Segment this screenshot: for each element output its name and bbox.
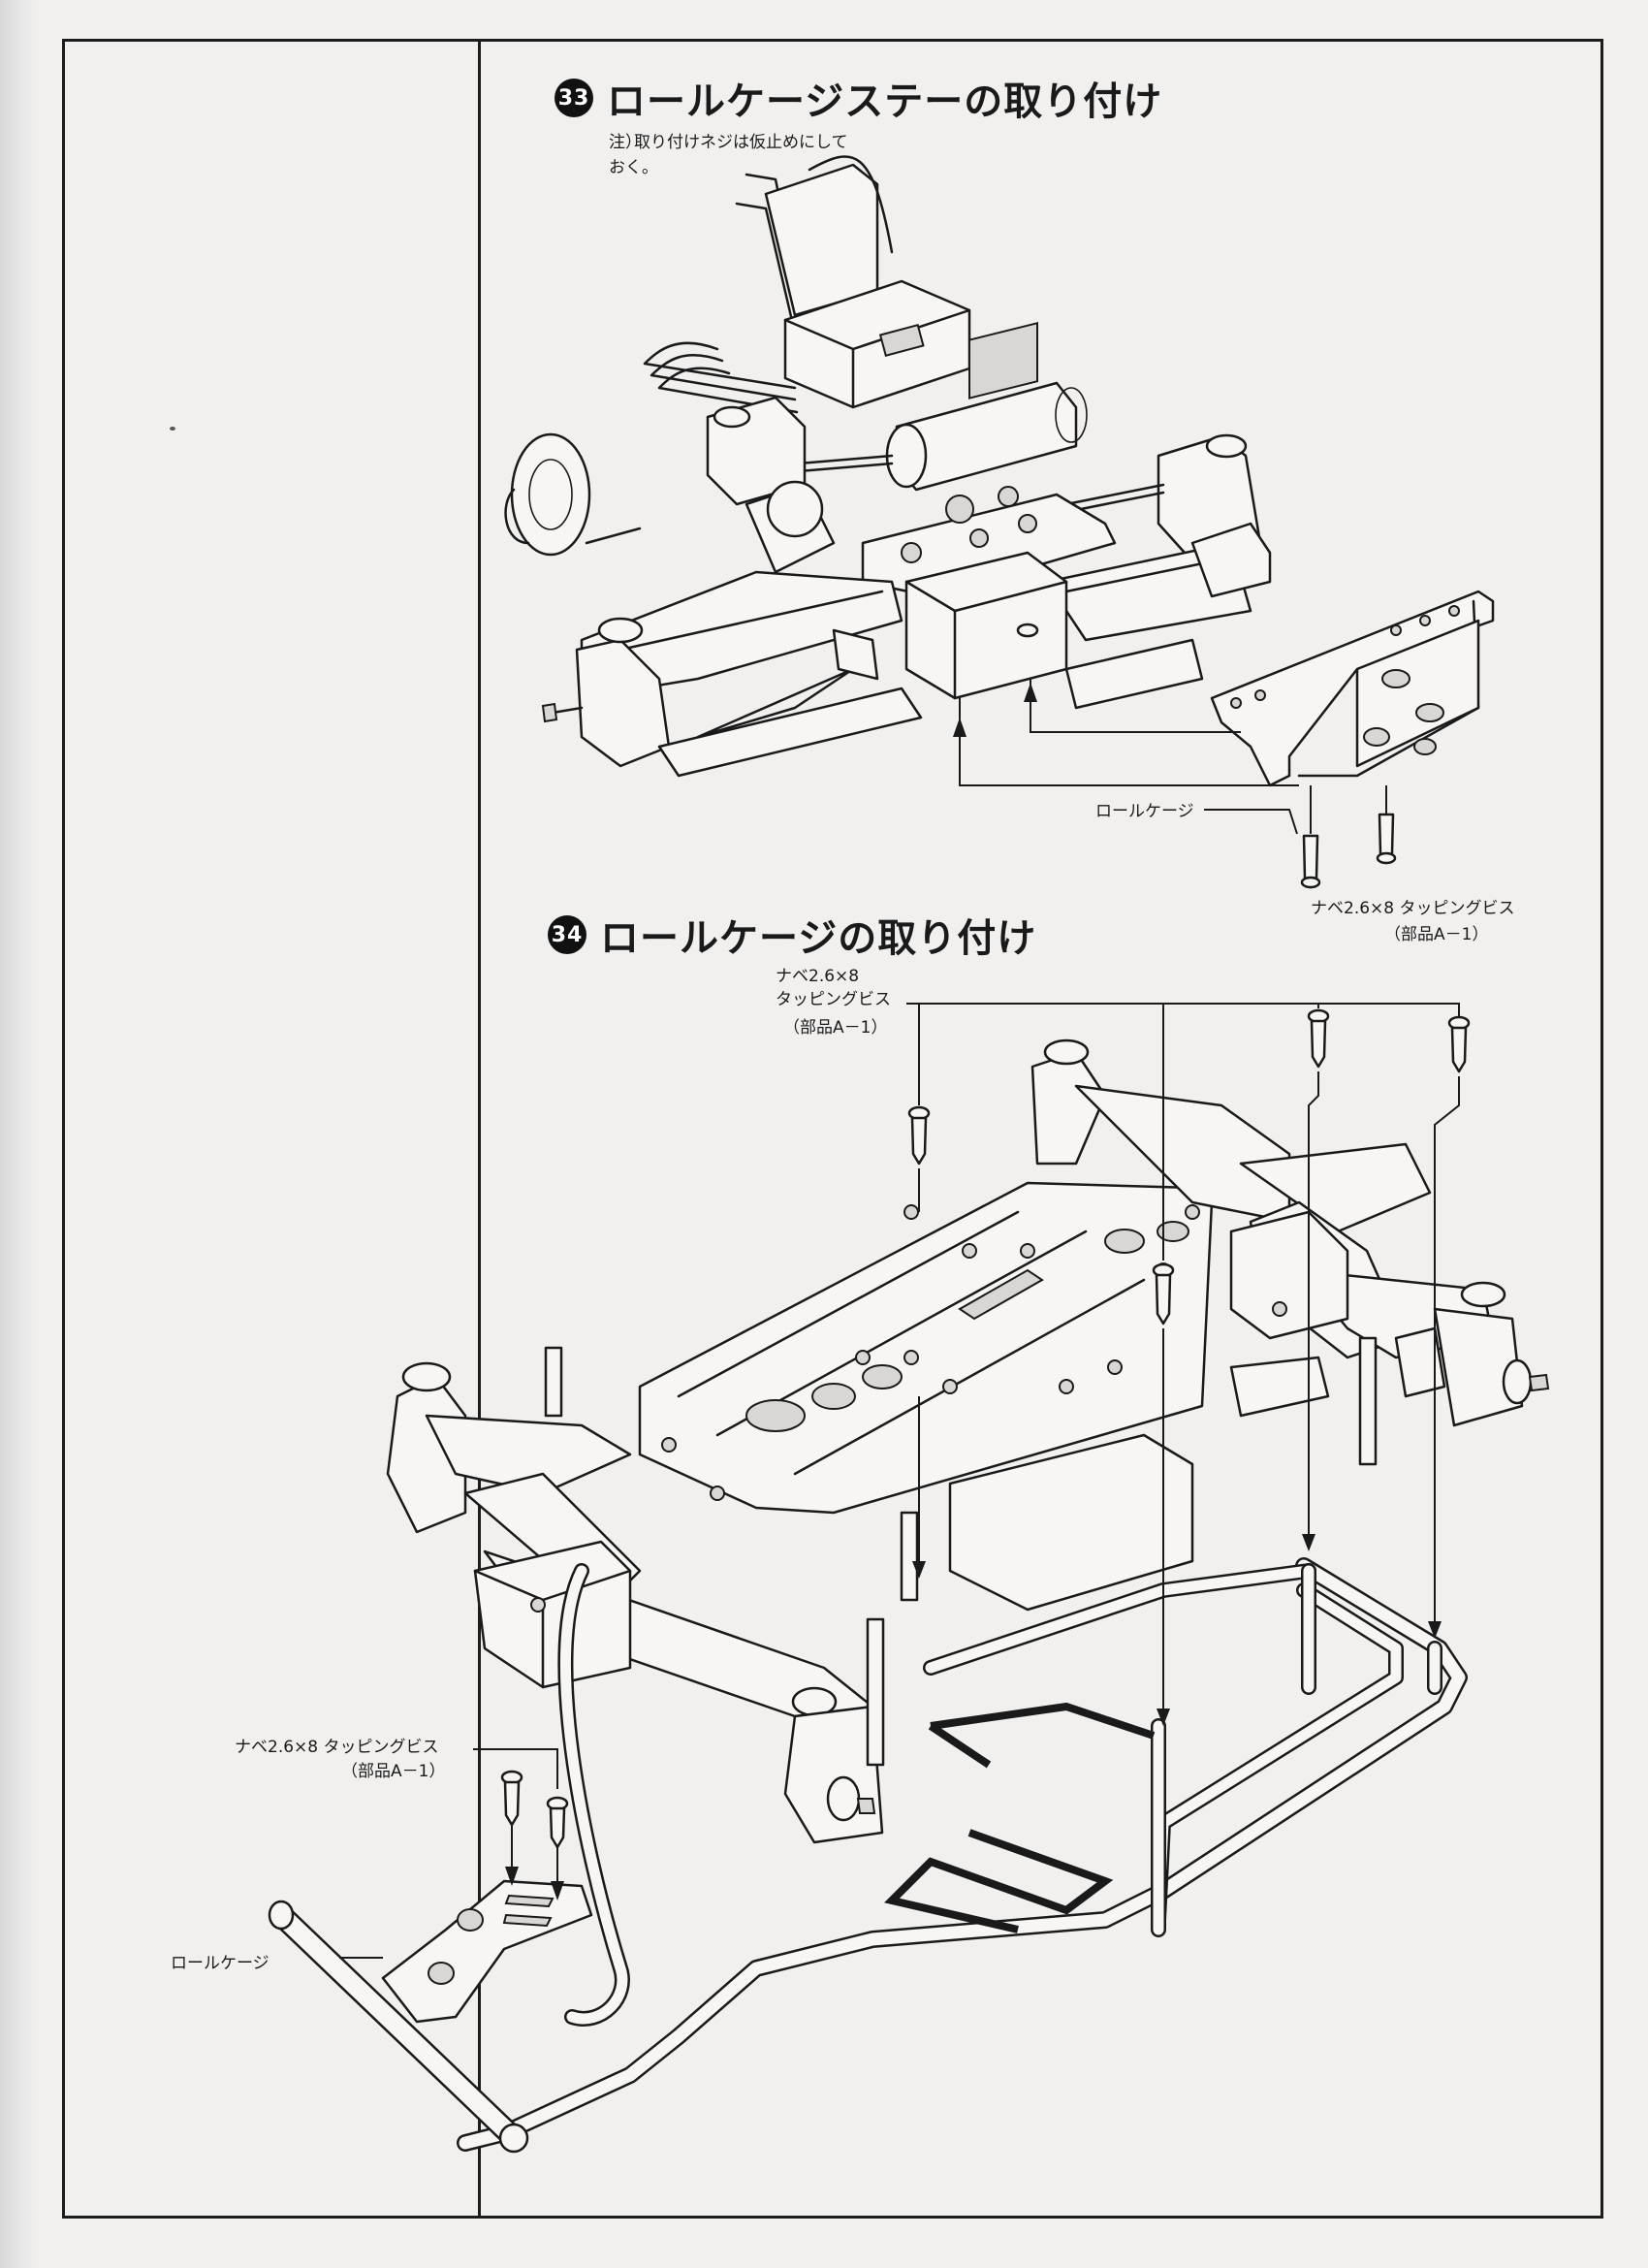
step33-chassis-illustration xyxy=(504,155,1495,889)
step33-label-roll-cage: ロールケージ xyxy=(1095,802,1194,821)
step33-title: 33 ロールケージステーの取り付け xyxy=(555,70,1162,126)
note-text: 取り付けネジは仮止めにして おく。 xyxy=(609,133,848,177)
step34-title-text: ロールケージの取り付け xyxy=(600,916,1037,961)
step33-label-part: （部品A－1） xyxy=(1384,925,1489,944)
step34-label-roll-cage: ロールケージ xyxy=(171,1954,269,1973)
ink-speck xyxy=(170,427,175,431)
column-divider xyxy=(478,39,481,2219)
step34-label-top-part: （部品A－1） xyxy=(783,1018,888,1038)
step33-label-screw: ナベ2.6×8 タッピングビス xyxy=(1311,899,1515,918)
step34-front-screws xyxy=(500,1770,569,1849)
note-prefix: 注） xyxy=(609,133,642,152)
step34-chassis-illustration xyxy=(268,1003,1550,2154)
step34-label-top-screw: ナベ2.6×8 タッピングビス xyxy=(776,967,891,1009)
step34-top-screws xyxy=(907,1008,1471,1326)
page-frame xyxy=(62,39,1603,2219)
step33-note: 注）取り付けネジは仮止めにして おく。 xyxy=(609,130,919,180)
step34-label-bottom-screw: ナベ2.6×8 タッピングビス xyxy=(235,1738,439,1757)
step33-number-badge: 33 xyxy=(555,79,593,117)
step34-label-bottom-part: （部品A－1） xyxy=(341,1762,446,1781)
step34-title: 34 ロールケージの取り付け xyxy=(548,907,1036,963)
step34-number-badge: 34 xyxy=(548,915,586,954)
step33-title-text: ロールケージステーの取り付け xyxy=(607,80,1163,124)
page-edge xyxy=(0,0,39,2268)
step33-screws xyxy=(1300,785,1397,889)
